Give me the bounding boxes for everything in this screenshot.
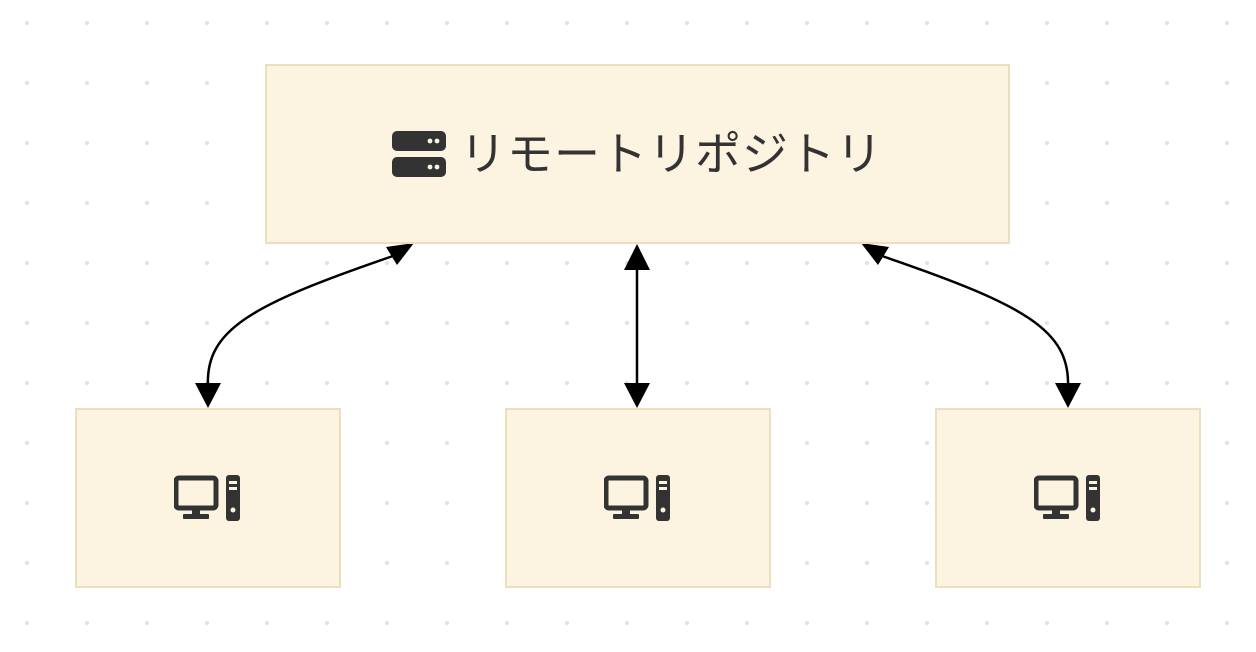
- remote-repository-node[interactable]: リモートリポジトリ: [265, 64, 1010, 244]
- client-computer-node-2[interactable]: [505, 408, 771, 588]
- connection-client-1-remote: [206, 254, 394, 388]
- arrowhead-remote-center: [624, 244, 650, 270]
- desktop-computer-icon: [174, 475, 242, 521]
- arrowhead-client-1: [195, 383, 221, 408]
- client-computer-node-3[interactable]: [935, 408, 1201, 588]
- client-computer-node-1[interactable]: [75, 408, 341, 588]
- server-icon: [392, 131, 446, 177]
- desktop-computer-icon: [604, 475, 672, 521]
- arrowhead-remote-left: [386, 243, 414, 265]
- connection-client-3-remote: [881, 254, 1070, 388]
- arrowhead-client-2: [624, 383, 650, 408]
- arrowhead-client-3: [1055, 383, 1081, 408]
- remote-repository-label-group: リモートリポジトリ: [392, 131, 883, 177]
- remote-repository-label: リモートリポジトリ: [460, 127, 883, 181]
- desktop-computer-icon: [1034, 475, 1102, 521]
- arrowhead-remote-right: [861, 243, 889, 265]
